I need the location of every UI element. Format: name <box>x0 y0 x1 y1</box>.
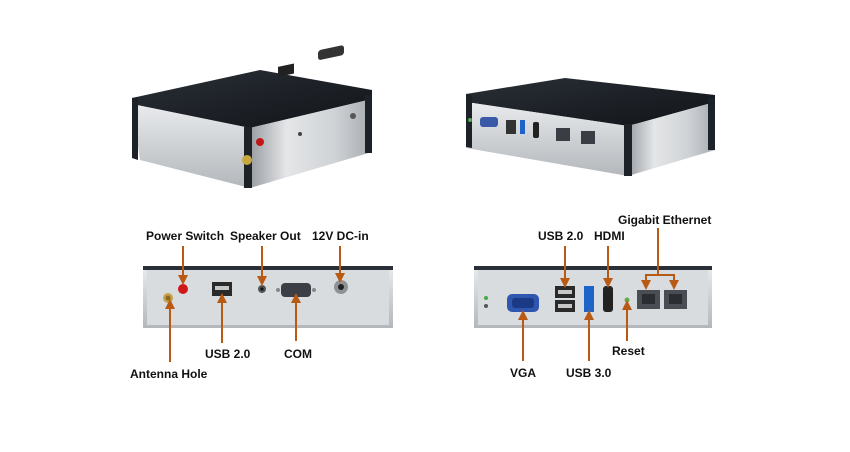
com-port <box>318 45 344 60</box>
device-back-3d <box>466 78 715 176</box>
reset-button <box>624 297 630 303</box>
usb-port <box>506 120 516 134</box>
label-usb20-right: USB 2.0 <box>538 229 584 243</box>
usb30-port <box>584 286 594 312</box>
callout-arrows-right <box>518 228 679 361</box>
power-switch-button <box>178 284 188 294</box>
usb30-port <box>520 120 525 134</box>
antenna-connector <box>242 155 252 165</box>
front-panel <box>143 266 393 328</box>
label-reset: Reset <box>612 344 645 358</box>
label-power-switch: Power Switch <box>146 229 225 243</box>
label-vga: VGA <box>510 366 537 380</box>
com-port <box>281 283 311 297</box>
hdmi-port <box>533 122 539 138</box>
label-usb20-left: USB 2.0 <box>205 347 251 361</box>
label-hdmi: HDMI <box>594 229 625 243</box>
hdmi-port <box>603 286 613 312</box>
back-panel <box>474 266 712 328</box>
ethernet-port <box>556 128 570 141</box>
ethernet-port <box>581 131 595 144</box>
vga-port <box>480 117 498 127</box>
label-dc-in: 12V DC-in <box>312 229 369 243</box>
label-speaker-out: Speaker Out <box>230 229 301 243</box>
label-usb30: USB 3.0 <box>566 366 612 380</box>
label-gigabit-ethernet: Gigabit Ethernet <box>618 213 712 227</box>
callout-arrows-left <box>165 246 345 362</box>
label-com: COM <box>284 347 312 361</box>
device-front-3d <box>132 45 372 188</box>
label-antenna-hole: Antenna Hole <box>130 367 208 381</box>
usb-port <box>278 63 294 77</box>
power-switch <box>256 138 264 146</box>
